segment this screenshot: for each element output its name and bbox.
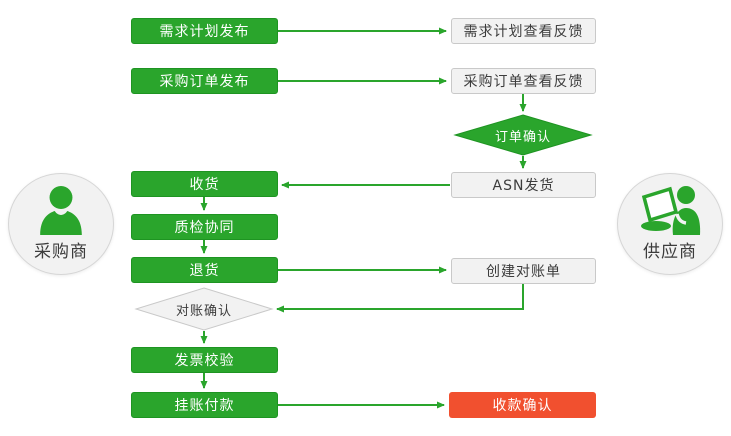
- buyer-label: 采购商: [34, 242, 88, 262]
- arrow-statement-to-reconciliation: [276, 284, 524, 313]
- person-laptop-icon: [641, 186, 701, 235]
- node-demand-plan-publish: 需求计划发布: [131, 18, 278, 44]
- node-quality-inspection: 质检协同: [131, 214, 278, 240]
- order-confirm-diamond-shape: [453, 114, 593, 156]
- node-purchase-order-feedback: 采购订单查看反馈: [451, 68, 596, 94]
- person-icon: [40, 186, 82, 235]
- node-payment-receipt-confirm: 收款确认: [449, 392, 596, 418]
- supplier-actor: 供应商: [617, 173, 723, 275]
- node-create-statement: 创建对账单: [451, 258, 596, 284]
- node-booked-payment: 挂账付款: [131, 392, 278, 418]
- node-invoice-verification: 发票校验: [131, 347, 278, 373]
- node-demand-plan-feedback: 需求计划查看反馈: [451, 18, 596, 44]
- node-reconciliation-confirm: 对账确认: [175, 303, 232, 319]
- reconciliation-confirm-diamond-shape: [134, 287, 274, 331]
- node-asn-shipping: ASN发货: [451, 172, 596, 198]
- buyer-actor: 采购商: [8, 173, 114, 275]
- node-purchase-order-publish: 采购订单发布: [131, 68, 278, 94]
- node-return-goods: 退货: [131, 257, 278, 283]
- node-receive-goods: 收货: [131, 171, 278, 197]
- node-order-confirm: 订单确认: [494, 129, 551, 145]
- supplier-label: 供应商: [643, 242, 697, 262]
